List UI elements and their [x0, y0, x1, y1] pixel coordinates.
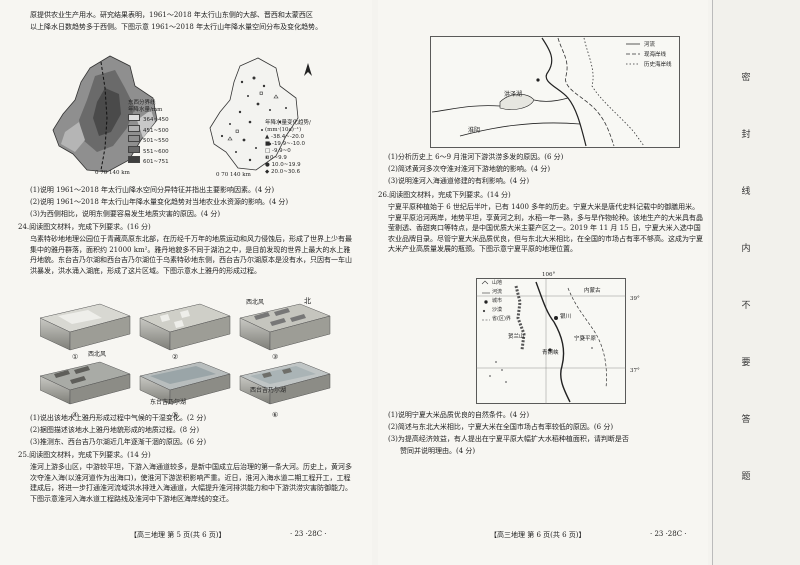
- footer-page-5: 【高三地理 第 5 页(共 6 页)】: [130, 531, 226, 539]
- huai-river-map: [430, 36, 680, 148]
- seal-char: 密: [741, 73, 751, 83]
- label-hongze-lake: 洪泽湖: [504, 91, 523, 98]
- diagram-label-4: ④: [72, 411, 79, 419]
- q26-text: 宁夏平原种植始于 6 世纪后半叶，已有 1400 多年的历史。宁夏大米是唐代史料…: [388, 203, 703, 253]
- map1-divide-label: 东西分界线: [128, 100, 156, 106]
- legend-item: ◆ 20.0~30.6: [265, 169, 301, 175]
- right-page: 河流 现海岸线 历史海岸线 洪泽湖 淮阴 (1)分析历史上 6～9 月淮河下游洪…: [378, 0, 708, 565]
- diagram-nw-wind: 西北风: [246, 299, 265, 306]
- legend-item: 501~550: [128, 135, 186, 146]
- seal-char: 不: [741, 301, 751, 311]
- legend-item: 省(区)界: [492, 316, 511, 322]
- label-huaiyin: 淮阴: [468, 127, 481, 134]
- q23-3: (3)为西侧相比，说明东侧要容易发生地质灾害的原因。(4 分): [30, 210, 221, 218]
- q24-3: (3)推测东、西台吉乃尔湖近几年逐渐干涸的原因。(6 分): [30, 438, 207, 446]
- diagram-north: 北: [304, 297, 311, 305]
- north-arrow-icon: [304, 63, 312, 76]
- footer-code-left: · 23 ·28C ·: [290, 530, 327, 538]
- legend-item: 451~500: [128, 124, 186, 136]
- diagram-label-1: ①: [72, 353, 79, 361]
- q26-heading: 26.阅读图文材料，完成下列要求。(14 分): [378, 191, 511, 199]
- q24-1: (1)说出该地水上雅丹形成过程中气候的干湿变化。(2 分): [30, 414, 207, 422]
- legend-item: 沙漠: [492, 307, 503, 313]
- legend-item: □ -9.9~0: [265, 148, 291, 154]
- q25-3: (3)说明淮河入海通道修建的有利影响。(4 分): [388, 177, 530, 185]
- legend-river: 河流: [644, 42, 656, 48]
- map2-legend: ▲ -38.4~-20.0 ■ -19.9~-10.0 □ -9.9~0 • 0…: [265, 134, 337, 176]
- q24-text: 乌素特砂地地理公园位于青藏高原东北部，在历经千万年的地质运动和风力侵蚀后，形成了…: [30, 235, 352, 275]
- diagram-label-6: ⑥: [272, 411, 279, 419]
- precip-distribution-map: [52, 55, 158, 173]
- intro-line-1: 原提供农业生产用水。研究结果表明，1961～2018 年太行山东侧的大部、晋西和…: [30, 11, 313, 19]
- seal-char: 内: [741, 244, 751, 254]
- yardang-formation-diagram: [40, 303, 331, 405]
- diagram-label-3: ③: [272, 353, 279, 361]
- q23-1: (1)说明 1961～2018 年太行山降水空间分异特征并指出主要影响因素。(4…: [30, 186, 275, 194]
- map2-legend-unit: (mm·(10a)⁻¹): [265, 127, 302, 133]
- legend-item: 364~450: [128, 114, 186, 125]
- legend-item: ▲ -38.4~-20.0: [265, 134, 305, 140]
- label-helan: 贺兰山: [508, 334, 525, 340]
- legend-coast-hist: 历史海岸线: [644, 62, 672, 68]
- seal-char: 线: [741, 187, 751, 197]
- map2-scale: 0 70 140 km: [216, 172, 251, 178]
- label-37: 37°: [630, 368, 640, 374]
- precip-trend-map: [209, 57, 299, 171]
- map2-legend-title: 年降水量变化趋势/: [265, 120, 311, 126]
- q26-2: (2)简述与东北大米相比，宁夏大米在全国市场占有率较低的原因。(6 分): [388, 423, 614, 431]
- legend-coast-now: 现海岸线: [644, 52, 667, 58]
- seal-char: 要: [741, 358, 751, 368]
- diagram-west-lake: 西台吉乃尔湖: [250, 387, 287, 394]
- legend-item: ■ -19.9~-10.0: [265, 141, 306, 147]
- footer-page-6: 【高三地理 第 6 页(共 6 页)】: [490, 531, 586, 539]
- diagram-label-2: ②: [172, 353, 179, 361]
- seal-char: 封: [741, 130, 751, 140]
- q24-heading: 24.阅读图文材料，完成下列要求。(16 分): [18, 223, 151, 231]
- q26-3a: (3)为提高经济效益，有人提出在宁夏平原大幅扩大水稻种植面积，请判断是否: [388, 435, 629, 443]
- q25-2: (2)简述黄河多次夺淮对淮河下游地貌的影响。(4 分): [388, 165, 551, 173]
- q25-1: (1)分析历史上 6～9 月淮河下游洪涝多发的原因。(6 分): [388, 153, 564, 161]
- seal-char: 答: [741, 415, 751, 425]
- seal-line-text: 密 封 线 内 不 要 答 题: [736, 70, 756, 510]
- legend-item: 河流: [492, 289, 503, 295]
- legend-item: 山地: [492, 280, 503, 286]
- map1-legend: 364~450 451~500 501~550 551~600 601~751: [128, 114, 186, 167]
- map1-scale: 0 70 140 km: [95, 170, 130, 176]
- label-106: 106°: [542, 272, 556, 278]
- legend-item: 601~751: [128, 156, 186, 167]
- q26-3b: 赞同并说明理由。(4 分): [400, 447, 476, 455]
- seal-char: 题: [741, 472, 751, 482]
- label-yinchuan: 银川: [560, 314, 572, 320]
- legend-item: • 0~9.9: [265, 155, 287, 161]
- q26-1: (1)说明宁夏大米品质优良的自然条件。(4 分): [388, 411, 530, 419]
- label-qingtongxia: 青铜峡: [542, 350, 559, 356]
- ningxia-plain-map: [476, 278, 626, 404]
- diagram-nw-wind-2: 西北风: [88, 351, 107, 358]
- q25-heading: 25.阅读图文材料，完成下列要求。(14 分): [18, 451, 151, 459]
- q25-text: 淮河上游多山区，中游较平坦，下游入海通道较多，是新中国成立后治理的第一条大河。历…: [30, 463, 352, 503]
- legend-item: 551~600: [128, 145, 186, 157]
- legend-item: 城市: [492, 298, 503, 304]
- footer-code-right: · 23 ·28C ·: [650, 530, 687, 538]
- label-ningxia: 宁夏平原: [574, 336, 597, 342]
- diagram-east-lake: 东台吉乃尔湖: [150, 399, 187, 406]
- left-page: 原提供农业生产用水。研究结果表明，1961～2018 年太行山东侧的大部、晋西和…: [0, 0, 372, 565]
- intro-line-2: 以上降水日数趋势多于西侧。下图示意 1961～2018 年太行山年降水量空间分布…: [30, 23, 323, 31]
- binding-margin: 密 封 线 内 不 要 答 题: [712, 0, 800, 565]
- map1-legend-title: 年降水量/mm: [128, 107, 163, 113]
- ningxia-legend: 山地 河流 城市 沙漠 省(区)界: [492, 279, 511, 324]
- q23-2: (2)说明 1961～2018 年太行山年降水量变化趋势对当地农业水资源的影响。…: [30, 198, 289, 206]
- diagram-label-5: ⑤: [172, 411, 179, 419]
- q24-2: (2)据图描述该地水上雅丹地貌形成的地质过程。(8 分): [30, 426, 200, 434]
- label-39: 39°: [630, 296, 640, 302]
- legend-item: ● 10.0~19.9: [265, 162, 301, 168]
- label-neimeng: 内蒙古: [584, 288, 601, 294]
